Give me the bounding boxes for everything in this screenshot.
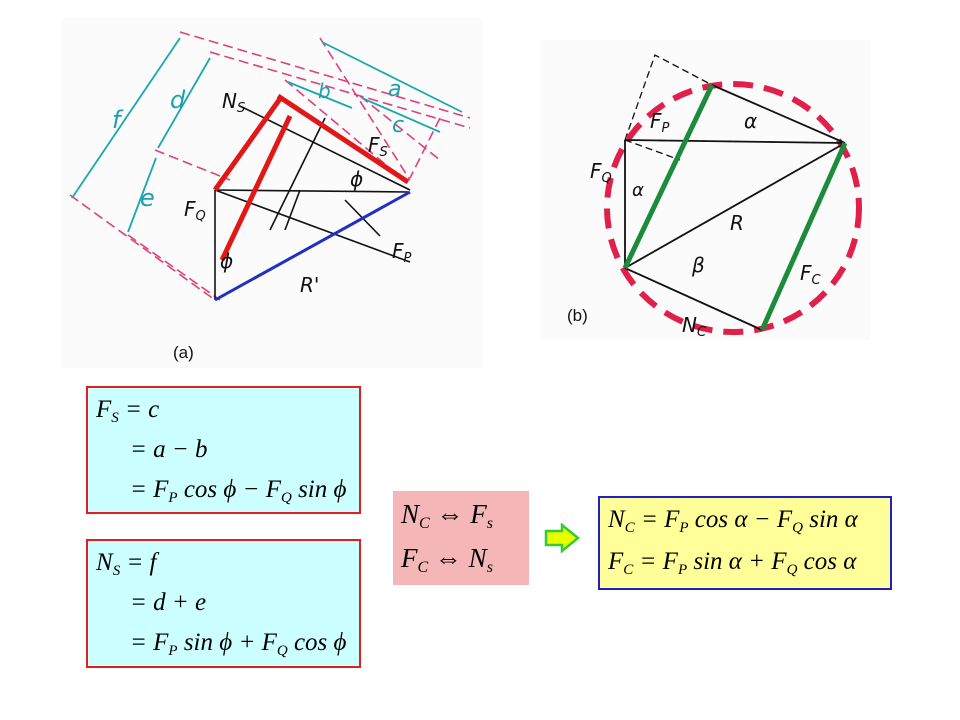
label-fs: FS — [368, 133, 388, 160]
label-d: d — [170, 86, 186, 114]
eq-fs-line-2: = a − b — [130, 436, 208, 463]
label-beta: β — [691, 253, 705, 277]
result-line-1: NC = FP cos α − FQ sin α — [608, 506, 858, 536]
force-diagrams: f d e b a c NS FS FQ FP ϕ ϕ R' (a) — [62, 18, 862, 368]
right-arrow-icon — [544, 523, 580, 553]
scan-background-a — [62, 18, 482, 368]
label-alpha-top: α — [744, 109, 757, 133]
eq-ns-line-1: NS = f — [96, 549, 157, 579]
eq-fs-line-3: = FP cos ϕ − FQ sin ϕ — [130, 476, 347, 506]
equiv-line-2: FC ⇔ Ns — [401, 543, 493, 576]
label-b-fq: FQ — [590, 159, 612, 186]
label-phi-upper: ϕ — [350, 167, 363, 191]
equiv-line-1: NC ⇔ Fs — [401, 499, 493, 532]
label-b: b — [318, 79, 331, 103]
figure-a: f d e b a c NS FS FQ FP ϕ ϕ R' (a) — [69, 31, 471, 362]
label-e: e — [140, 184, 155, 212]
label-ns: NS — [222, 89, 245, 116]
figure-b: FP FQ α α R β FC NC (b) — [567, 54, 862, 340]
caption-a: (a) — [173, 343, 194, 362]
caption-b: (b) — [567, 306, 588, 325]
label-a: a — [388, 77, 401, 102]
label-r-prime: R' — [300, 273, 319, 297]
label-fp: FP — [392, 239, 412, 266]
label-c: c — [392, 113, 404, 138]
label-r: R — [730, 211, 744, 235]
eq-ns-line-3: = FP sin ϕ + FQ cos ϕ — [130, 629, 347, 659]
equivalence-box: NC ⇔ Fs FC ⇔ Ns — [393, 491, 529, 585]
label-fq: FQ — [184, 197, 206, 224]
result-line-2: FC = FP sin α + FQ cos α — [608, 548, 857, 578]
label-fc: FC — [800, 261, 822, 288]
result-box: NC = FP cos α − FQ sin α FC = FP sin α +… — [598, 496, 892, 590]
label-b-fp: FP — [650, 109, 670, 136]
label-nc: NC — [682, 313, 707, 340]
eq-fs-line-1: FS = c — [96, 396, 160, 426]
eq-ns-line-2: = d + e — [130, 589, 207, 616]
label-alpha-left: α — [632, 180, 644, 201]
label-phi-lower: ϕ — [220, 249, 233, 273]
equation-box-fs: FS = c = a − b = FP cos ϕ − FQ sin ϕ — [86, 386, 361, 514]
equation-box-ns: NS = f = d + e = FP sin ϕ + FQ cos ϕ — [86, 539, 361, 668]
